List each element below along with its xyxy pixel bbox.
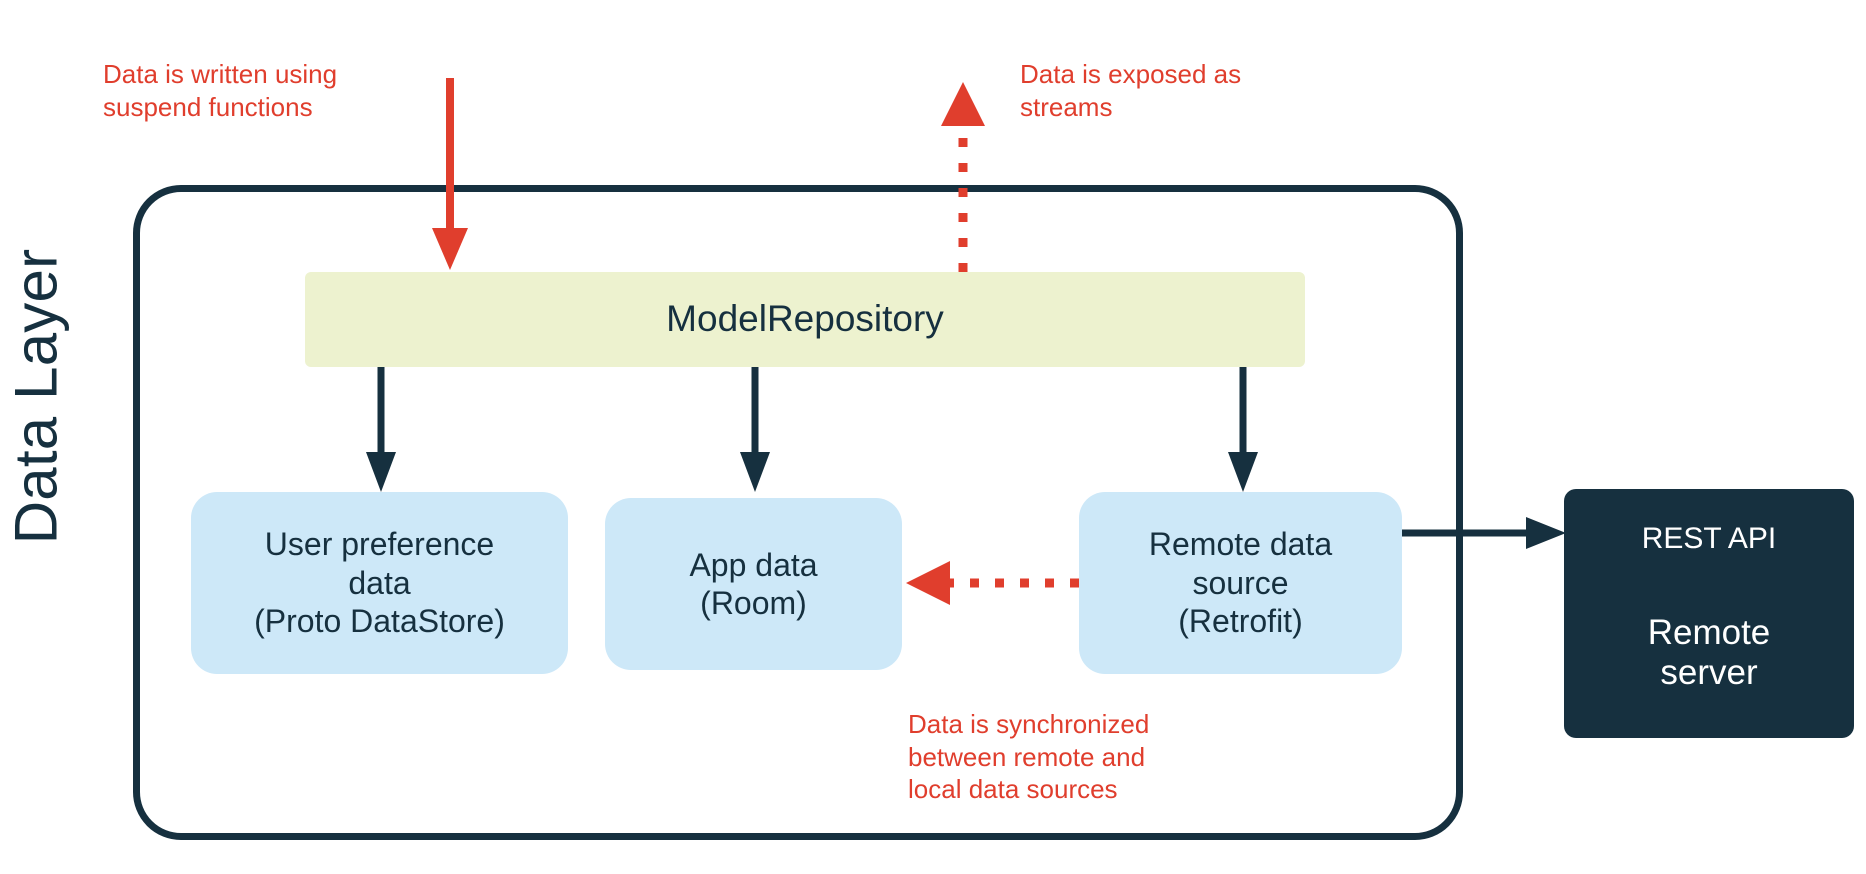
remote-server-label: Remote server — [1648, 613, 1771, 694]
node-app-data[interactable]: App data (Room) — [605, 498, 902, 670]
node-label-line-2: source — [1192, 564, 1289, 601]
data-layer-label: Data Layer — [2, 248, 70, 545]
node-remote-data-source[interactable]: Remote data source (Retrofit) — [1079, 492, 1402, 674]
rest-api-label: REST API — [1641, 522, 1777, 555]
node-label-line-1: User preference — [264, 526, 495, 563]
node-label: ModelRepository — [666, 298, 944, 340]
node-label-line-2: (Room) — [700, 585, 807, 621]
annotation-data-written: Data is written using suspend functions — [103, 59, 338, 122]
annotation-data-synchronized: Data is synchronized between remote and … — [908, 709, 1150, 804]
node-label-line-1: App data — [689, 546, 818, 583]
node-label-line-2: data — [348, 564, 411, 601]
remote-server-label-line-1: Remote — [1647, 613, 1771, 652]
node-label-line-3: (Proto DataStore) — [254, 603, 505, 640]
node-model-repository[interactable]: ModelRepository — [305, 272, 1305, 367]
node-label-line-1: Remote data — [1148, 526, 1333, 563]
data-layer-container — [133, 185, 1463, 840]
node-label-line-3: (Retrofit) — [1178, 603, 1303, 640]
node-remote-server[interactable]: REST API Remote server — [1564, 489, 1854, 738]
remote-server-label-line-2: server — [1660, 653, 1758, 693]
annotation-data-exposed: Data is exposed as streams — [1020, 59, 1242, 122]
node-user-preference-data[interactable]: User preference data (Proto DataStore) — [191, 492, 568, 674]
